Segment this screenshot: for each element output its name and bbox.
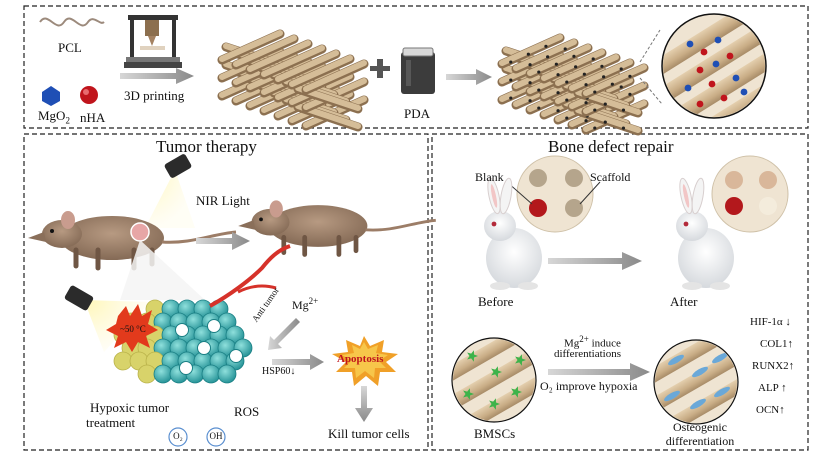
treatment-arrow — [196, 232, 250, 250]
before-label: Before — [478, 294, 514, 309]
oh-bubble-label: OH — [209, 431, 223, 441]
nha-particle — [80, 86, 98, 104]
marker-col1: COL1↑ — [760, 338, 793, 350]
marker-hif: HIF-1α ↓ — [750, 316, 791, 328]
mg-arrow — [268, 318, 300, 350]
heat-flame — [106, 304, 158, 352]
pda-beaker — [401, 47, 435, 94]
mg-ion-label: Mg2+ — [292, 296, 319, 312]
sample-plate-before — [506, 155, 601, 233]
scaffold-coated — [497, 33, 649, 136]
hypoxic-label-line1: Hypoxic tumor — [90, 400, 170, 415]
plus-icon — [370, 59, 390, 78]
differentiations-label: differentiations — [554, 348, 621, 360]
osteogenic-label-line1: Osteogenic — [673, 420, 727, 434]
panel-frames — [23, 5, 809, 451]
bone-panel-title: Bone defect repair — [548, 137, 674, 156]
pcl-label: PCL — [58, 40, 82, 55]
top-panel-frame — [23, 5, 809, 129]
kill-arrow — [355, 386, 373, 422]
tumor-panel-frame — [23, 133, 429, 451]
mgo2-particle — [42, 86, 60, 106]
temp-label: ~50 °C — [120, 324, 146, 334]
pda-label: PDA — [404, 106, 431, 121]
ros-bubbles — [168, 427, 226, 447]
hypoxic-label-line2: treatment — [86, 415, 136, 430]
nir-lamp-top — [145, 154, 195, 228]
blood-vessel — [209, 244, 291, 308]
bmscs-label: BMSCs — [474, 426, 516, 441]
ros-label: ROS — [234, 404, 260, 419]
printing-label: 3D printing — [124, 88, 185, 103]
apoptosis-label: Apoptosis — [337, 353, 384, 365]
rabbit-after — [676, 177, 734, 290]
printing-arrow — [120, 68, 194, 84]
marker-runx2: RUNX2↑ — [752, 360, 795, 372]
rat-treated — [238, 200, 436, 257]
kill-label: Kill tumor cells — [328, 426, 410, 441]
scaffold-label: Scaffold — [590, 170, 631, 184]
zoom-inset-top — [639, 13, 767, 119]
marker-alp: ALP ↑ — [758, 382, 787, 394]
scaffold-woodpile — [217, 29, 369, 132]
scaffold-well — [565, 199, 583, 217]
mg-induce-label: Mg2+ induce — [564, 334, 621, 350]
after-label: After — [670, 294, 698, 309]
o2-hypoxia-label: O₂ improve hypoxia — [540, 379, 638, 393]
sample-plate-after — [711, 155, 789, 233]
bone-panel-frame — [431, 133, 809, 451]
hsp-label: HSP60↓ — [262, 366, 296, 377]
mgo2-label: MgO2 — [38, 108, 70, 126]
tumor-site — [130, 222, 150, 242]
tumor-panel-title: Tumor therapy — [156, 137, 257, 156]
osteogenic-label-line2: differentiation — [665, 434, 735, 448]
marker-ocn: OCN↑ — [756, 404, 785, 416]
osteogenic-inset — [653, 339, 739, 425]
nir-label: NIR Light — [196, 193, 250, 208]
printer-icon — [124, 15, 182, 68]
zoom-beam — [120, 240, 205, 300]
rabbit-before — [484, 177, 542, 290]
nha-label: nHA — [80, 110, 106, 125]
differentiation-arrow — [548, 363, 650, 381]
pda-arrow — [446, 69, 492, 85]
repair-arrow — [548, 252, 642, 270]
pcl-fiber — [39, 17, 105, 27]
blank-well — [529, 199, 547, 217]
hsp-arrow — [272, 354, 324, 370]
blank-label: Blank — [475, 170, 504, 184]
o2-bubble-label: O₂ — [173, 431, 183, 441]
